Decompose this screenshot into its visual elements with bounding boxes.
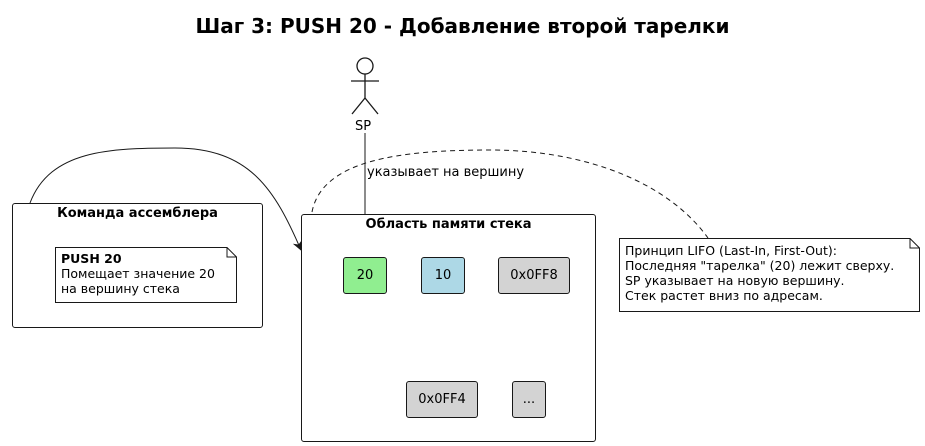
push-instruction-note: PUSH 20 Помещает значение 20 на вершину … [55,247,237,303]
push-instruction-name: PUSH 20 [61,251,122,266]
push-note-line-2: на вершину стека [61,281,180,296]
stack-cell-10: 10 [421,257,465,294]
lifo-note-line-2: Последняя "тарелка" (20) лежит сверху. [625,258,895,273]
lifo-note-line-1: Принцип LIFO (Last-In, First-Out): [625,243,837,258]
stack-package-title: Область памяти стека [365,217,532,232]
note-shape [55,247,237,303]
stack-cell-0x0ff4: 0x0FF4 [406,381,478,418]
note-shape [619,238,920,312]
diagram-title: Шаг 3: PUSH 20 - Добавление второй тарел… [195,14,730,38]
stack-cell-ellipsis: ... [512,381,546,418]
lifo-note-line-4: Стек растет вниз по адресам. [625,288,823,303]
actor-sp-label: SP [355,119,372,134]
note-link-dashed [311,149,709,239]
stack-cell-0x0ff8: 0x0FF8 [498,257,570,294]
lifo-note-line-3: SP указывает на новую вершину. [625,273,845,288]
pointer-edge-label: указывает на вершину [367,165,525,180]
assembler-package-title: Команда ассемблера [57,206,218,221]
push-note-line-1: Помещает значение 20 [61,266,215,281]
actor-sp-figure [351,57,379,115]
asm-to-stack-arrow [29,147,303,251]
lifo-principle-note: Принцип LIFO (Last-In, First-Out): После… [619,238,920,312]
stack-cell-20: 20 [343,257,387,294]
